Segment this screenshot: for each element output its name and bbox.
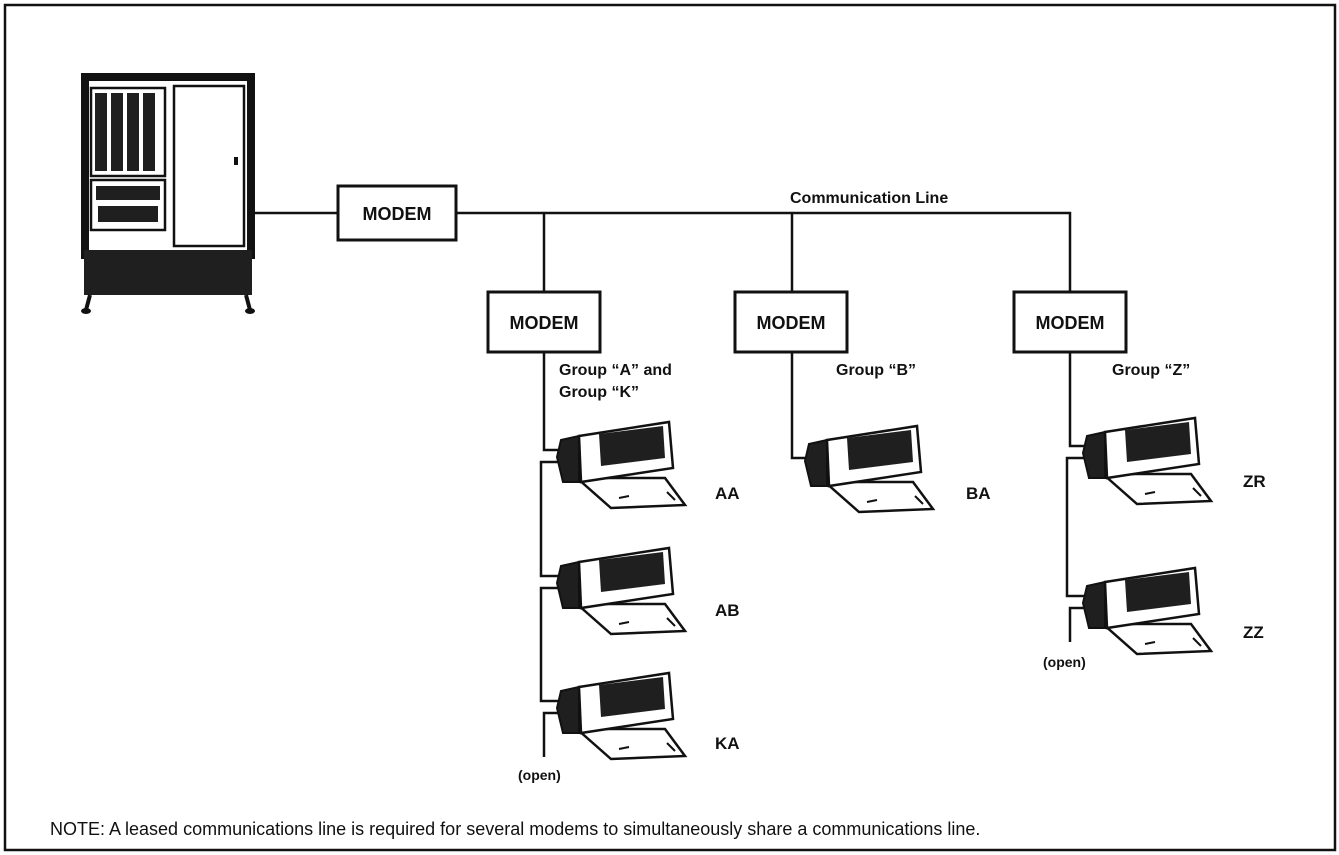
terminal-icon: [555, 420, 687, 510]
modem-label: MODEM: [757, 313, 826, 333]
terminal-label: BA: [966, 484, 991, 503]
host-modem-label: MODEM: [363, 204, 432, 224]
open-label: (open): [518, 767, 561, 783]
footnote: NOTE: A leased communications line is re…: [50, 819, 981, 839]
communication-line: [456, 211, 1072, 292]
terminal-icon: [555, 546, 687, 636]
terminal-icon: [803, 424, 935, 514]
terminal-icon: [555, 671, 687, 761]
group-z: MODEM Group “Z” ZR ZZ (open): [1012, 290, 1266, 670]
group-b: MODEM Group “B” BA: [733, 290, 991, 514]
communication-line-label: Communication Line: [790, 190, 948, 207]
terminal-label: ZR: [1243, 472, 1266, 491]
terminal-icon: [1081, 416, 1213, 506]
modem-label: MODEM: [510, 313, 579, 333]
group-label: Group “A” and: [559, 362, 672, 379]
group-label: Group “Z”: [1112, 362, 1190, 379]
modem-group-z: [1012, 290, 1128, 354]
modem-group-a: [486, 290, 602, 354]
host-modem: MODEM: [336, 184, 458, 242]
group-label: Group “K”: [559, 384, 639, 401]
modem-group-b: [733, 290, 849, 354]
terminal-label: KA: [715, 734, 740, 753]
host-computer-cabinet-icon: [81, 73, 255, 314]
terminal-label: ZZ: [1243, 623, 1264, 642]
modem-label: MODEM: [1036, 313, 1105, 333]
terminal-label: AB: [715, 601, 740, 620]
group-label: Group “B”: [836, 362, 916, 379]
figure-frame: [3, 3, 1337, 852]
group-a-k: MODEM Group “A” and Group “K” AA AB KA (…: [486, 290, 740, 783]
open-label: (open): [1043, 654, 1086, 670]
terminal-label: AA: [715, 484, 740, 503]
terminal-icon: [1081, 566, 1213, 656]
